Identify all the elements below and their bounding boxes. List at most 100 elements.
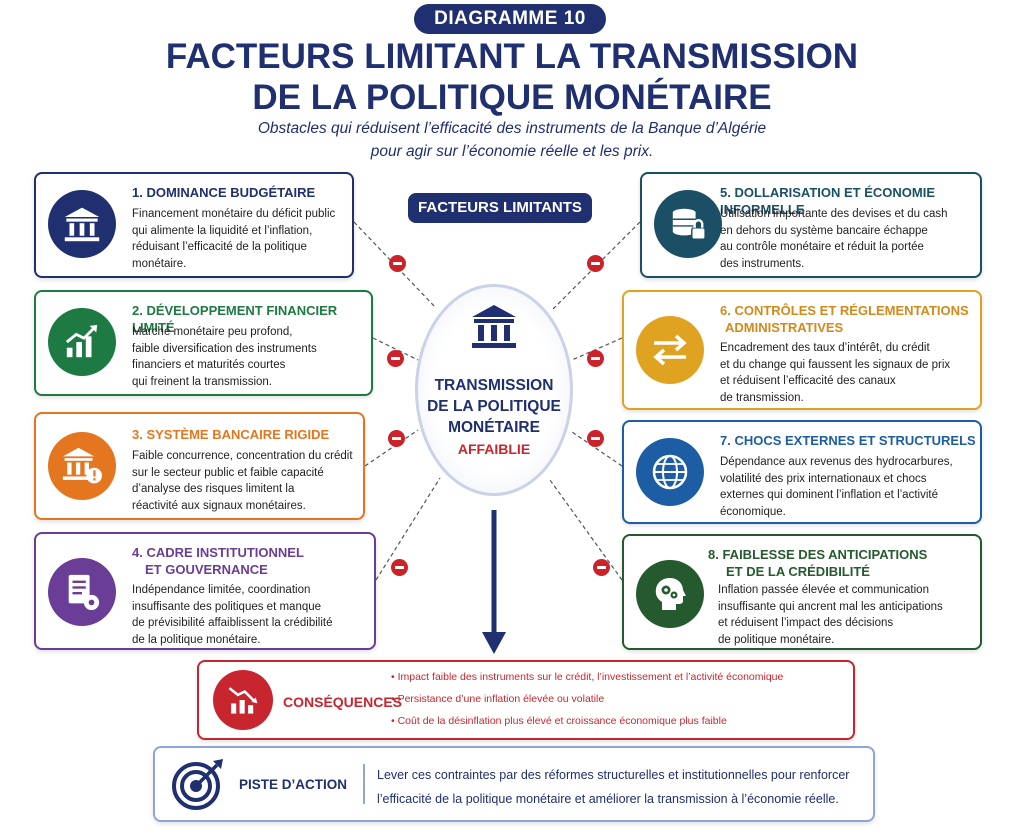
description-line: de la politique monétaire.: [132, 633, 261, 646]
factor-card-3: 3. SYSTÈME BANCAIRE RIGIDE Faible concur…: [34, 412, 365, 520]
description-line: des instruments.: [720, 257, 805, 270]
factor-card-2: 2. DÉVELOPPEMENT FINANCIER LIMITÉ Marché…: [34, 290, 373, 396]
description-line: Inflation passée élevée et communication: [718, 584, 929, 596]
block-icon: [387, 350, 404, 367]
description-line: Marché monétaire peu profond,: [132, 326, 293, 338]
factor-card-8: 8. FAIBLESSE DES ANTICIPATIONS ET DE LA …: [622, 534, 982, 650]
globe-icon: [636, 438, 704, 506]
description-line: Encadrement des taux d’intérêt, du crédi…: [720, 342, 930, 354]
divider: [363, 764, 365, 804]
down-arrow-head: [482, 632, 506, 654]
factor-description: Utilisation importante des devises et du…: [720, 206, 948, 272]
factor-description: Faible concurrence, concentration du cré…: [132, 448, 353, 514]
diagram-number-badge: DIAGRAMME 10: [414, 4, 606, 34]
block-icon: [593, 559, 610, 576]
consequence-text: Persistance d’une inflation élevée ou vo…: [397, 693, 605, 705]
description-line: Utilisation importante des devises et du…: [720, 208, 948, 220]
factor-title: 1. DOMINANCE BUDGÉTAIRE: [132, 185, 316, 200]
description-line: économique.: [720, 505, 786, 518]
factor-title: 7. CHOCS EXTERNES ET STRUCTURELS: [720, 433, 976, 448]
center-title-line: DE LA POLITIQUE: [427, 398, 561, 415]
description-line: financiers et maturités courtes: [132, 359, 286, 371]
center-title: TRANSMISSION DE LA POLITIQUE MONÉTAIRE: [418, 375, 570, 438]
factor-title: 6. CONTRÔLES ET RÉGLEMENTATIONS ADMINIST…: [720, 302, 969, 336]
factor-title: 2. DÉVELOPPEMENT FINANCIER LIMITÉ: [132, 303, 338, 335]
description-line: monétaire.: [132, 257, 187, 270]
coins-lock-icon: [654, 190, 722, 258]
action-text-line: l’efficacité de la politique monétaire e…: [377, 792, 839, 806]
description-line: faible diversification des instruments: [132, 342, 317, 355]
title-line-1: FACTEURS LIMITANT LA TRANSMISSION: [165, 37, 859, 76]
description-line: Dépendance aux revenus des hydrocarbures…: [720, 456, 953, 468]
factor-description: Indépendance limitée, coordination insuf…: [132, 582, 333, 648]
description-line: Financement monétaire du déficit public: [132, 208, 336, 220]
exchange-arrows-icon: [636, 316, 704, 384]
bank-icon: [472, 305, 516, 348]
description-line: au contrôle monétaire et réduit la porté…: [720, 241, 924, 253]
subtitle-line-1: Obstacles qui réduisent l’efficacité des…: [257, 120, 767, 137]
factor-card-4: 4. CADRE INSTITUTIONNEL ET GOUVERNANCE I…: [34, 532, 376, 650]
factor-description: Financement monétaire du déficit public …: [132, 206, 335, 272]
description-line: de politique monétaire.: [718, 633, 835, 646]
center-title-line: TRANSMISSION: [434, 377, 554, 394]
factor-description: Encadrement des taux d’intérêt, du crédi…: [720, 340, 950, 406]
description-line: insuffisante qui ancrent mal les anticip…: [718, 600, 943, 613]
list-item: • Persistance d’une inflation élevée ou …: [391, 693, 605, 705]
factor-card-7: 7. CHOCS EXTERNES ET STRUCTURELS Dépenda…: [622, 420, 982, 524]
description-line: de transmission.: [720, 391, 804, 404]
description-line: sur le secteur public et faible capacité: [132, 466, 324, 479]
factor-title: 8. FAIBLESSE DES ANTICIPATIONS ET DE LA …: [708, 546, 927, 580]
block-icon: [391, 559, 408, 576]
bank-icon: [48, 190, 116, 258]
description-line: en dehors du système bancaire échappe: [720, 224, 928, 237]
factor-title-line: 6. CONTRÔLES ET RÉGLEMENTATIONS: [720, 303, 969, 318]
block-icon: [388, 430, 405, 447]
factor-card-5: 5. DOLLARISATION ET ÉCONOMIE INFORMELLE …: [640, 172, 982, 278]
description-line: et réduisent l’efficacité des canaux: [720, 375, 896, 387]
description-line: réactivité aux signaux monétaires.: [132, 499, 306, 512]
growth-chart-icon: [48, 308, 116, 376]
description-line: externes qui dominent l’inflation et l’a…: [720, 489, 938, 501]
bank-warning-icon: [48, 432, 116, 500]
description-line: Indépendance limitée, coordination: [132, 584, 311, 596]
consequence-text: Coût de la désinflation plus élevé et cr…: [397, 715, 727, 727]
action-text: Lever ces contraintes par des réformes s…: [377, 763, 849, 811]
description-line: d’analyse des risques limitent la: [132, 483, 295, 495]
description-line: de prévisibilité affaiblissent la crédib…: [132, 617, 333, 629]
action-text-line: Lever ces contraintes par des réformes s…: [377, 768, 850, 782]
page-title: FACTEURS LIMITANT LA TRANSMISSION DE LA …: [0, 36, 1024, 118]
action-panel: PISTE D’ACTION Lever ces contraintes par…: [153, 746, 875, 822]
factor-title: 4. CADRE INSTITUTIONNEL ET GOUVERNANCE: [132, 544, 304, 578]
consequence-text: Impact faible des instruments sur le cré…: [397, 671, 784, 683]
factor-card-1: 1. DOMINANCE BUDGÉTAIRE Financement moné…: [34, 172, 354, 278]
center-node: TRANSMISSION DE LA POLITIQUE MONÉTAIRE A…: [415, 284, 573, 496]
consequences-label: CONSÉQUENCES: [283, 694, 403, 710]
consequences-panel: CONSÉQUENCES • Impact faible des instrum…: [197, 660, 855, 740]
title-line-2: DE LA POLITIQUE MONÉTAIRE: [252, 78, 772, 117]
factor-description: Dépendance aux revenus des hydrocarbures…: [720, 454, 953, 520]
block-icon: [587, 255, 604, 272]
center-title-line: MONÉTAIRE: [448, 419, 540, 436]
factor-description: Inflation passée élevée et communication…: [718, 582, 943, 648]
block-icon: [389, 255, 406, 272]
description-line: réduisant l’efficacité de la politique: [132, 241, 307, 253]
factor-title-line: 8. FAIBLESSE DES ANTICIPATIONS: [708, 547, 928, 562]
center-status: AFFAIBLIE: [457, 441, 531, 457]
description-line: qui freinent la transmission.: [132, 375, 272, 388]
description-line: et du change qui faussent les signaux de…: [720, 358, 951, 371]
factor-title-line: ET GOUVERNANCE: [145, 562, 268, 577]
factor-title: 3. SYSTÈME BANCAIRE RIGIDE: [132, 427, 330, 442]
description-line: qui alimente la liquidité et l’inflation…: [132, 224, 313, 237]
page-subtitle: Obstacles qui réduisent l’efficacité des…: [0, 117, 1024, 163]
factor-title-line: 4. CADRE INSTITUTIONNEL: [132, 545, 304, 560]
factor-card-6: 6. CONTRÔLES ET RÉGLEMENTATIONS ADMINIST…: [622, 290, 982, 410]
block-icon: [587, 350, 604, 367]
block-icon: [587, 430, 604, 447]
declining-chart-icon: [213, 670, 273, 730]
factor-description: Marché monétaire peu profond, faible div…: [132, 324, 317, 390]
factor-title-line: ADMINISTRATIVES: [725, 320, 844, 335]
description-line: insuffisante des politiques et manque: [132, 600, 322, 613]
description-line: Faible concurrence, concentration du cré…: [132, 450, 353, 462]
